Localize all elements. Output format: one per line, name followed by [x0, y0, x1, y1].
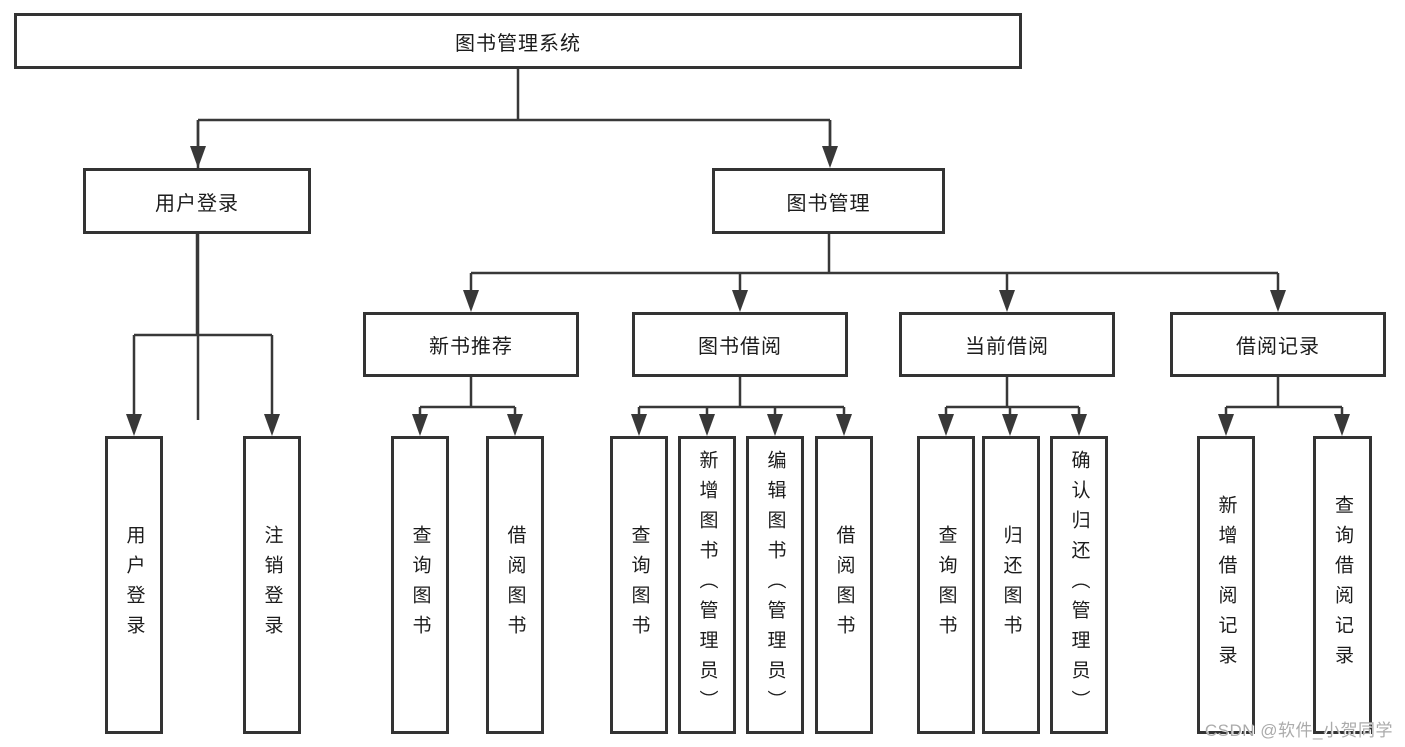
leaf-label: 查询图书 — [935, 525, 957, 645]
leaf-label: 查询图书 — [628, 525, 650, 645]
leaf-query-books-3: 查询图书 — [917, 436, 975, 734]
csdn-watermark: CSDN @软件_小贺同学 — [1204, 721, 1393, 740]
node-label: 借阅记录 — [1236, 336, 1320, 358]
leaf-user-login: 用户登录 — [105, 436, 163, 734]
leaf-add-borrow-record: 新增借阅记录 — [1197, 436, 1255, 734]
leaf-label: 查询图书 — [409, 525, 431, 645]
leaf-logout: 注销登录 — [243, 436, 301, 734]
node-book-management: 图书管理 — [712, 168, 945, 234]
leaf-add-books-admin: 新增图书（管理员） — [678, 436, 736, 734]
leaf-label: 借阅图书 — [833, 525, 855, 645]
arrowheads — [126, 146, 1350, 436]
node-new-book-recommendation: 新书推荐 — [363, 312, 579, 377]
node-book-borrowing: 图书借阅 — [632, 312, 848, 377]
leaf-label: 新增图书（管理员） — [696, 450, 718, 720]
leaf-label: 编辑图书（管理员） — [764, 450, 786, 720]
leaf-label: 借阅图书 — [504, 525, 526, 645]
node-label: 用户登录 — [155, 192, 239, 215]
leaf-return-books: 归还图书 — [982, 436, 1040, 734]
node-user-login: 用户登录 — [83, 168, 311, 234]
leaf-edit-books-admin: 编辑图书（管理员） — [746, 436, 804, 734]
leaf-query-books-2: 查询图书 — [610, 436, 668, 734]
leaf-label: 确认归还（管理员） — [1068, 450, 1090, 720]
leaf-borrow-books-2: 借阅图书 — [815, 436, 873, 734]
node-label: 图书管理 — [786, 192, 871, 215]
node-label: 图书借阅 — [698, 336, 782, 358]
node-borrowing-records: 借阅记录 — [1170, 312, 1386, 377]
leaf-label: 注销登录 — [261, 525, 283, 645]
leaf-label: 用户登录 — [123, 525, 145, 645]
node-library-management-system: 图书管理系统 — [14, 13, 1022, 69]
leaf-query-borrow-record: 查询借阅记录 — [1313, 436, 1372, 734]
leaf-label: 查询借阅记录 — [1332, 495, 1353, 675]
leaf-label: 归还图书 — [1000, 525, 1022, 645]
node-label: 图书管理系统 — [455, 32, 581, 55]
node-current-borrowing: 当前借阅 — [899, 312, 1115, 377]
leaf-query-books-1: 查询图书 — [391, 436, 449, 734]
leaf-label: 新增借阅记录 — [1215, 495, 1237, 675]
leaf-borrow-books-1: 借阅图书 — [486, 436, 544, 734]
node-label: 新书推荐 — [429, 336, 513, 358]
leaf-confirm-return-admin: 确认归还（管理员） — [1050, 436, 1108, 734]
node-label: 当前借阅 — [965, 336, 1049, 358]
